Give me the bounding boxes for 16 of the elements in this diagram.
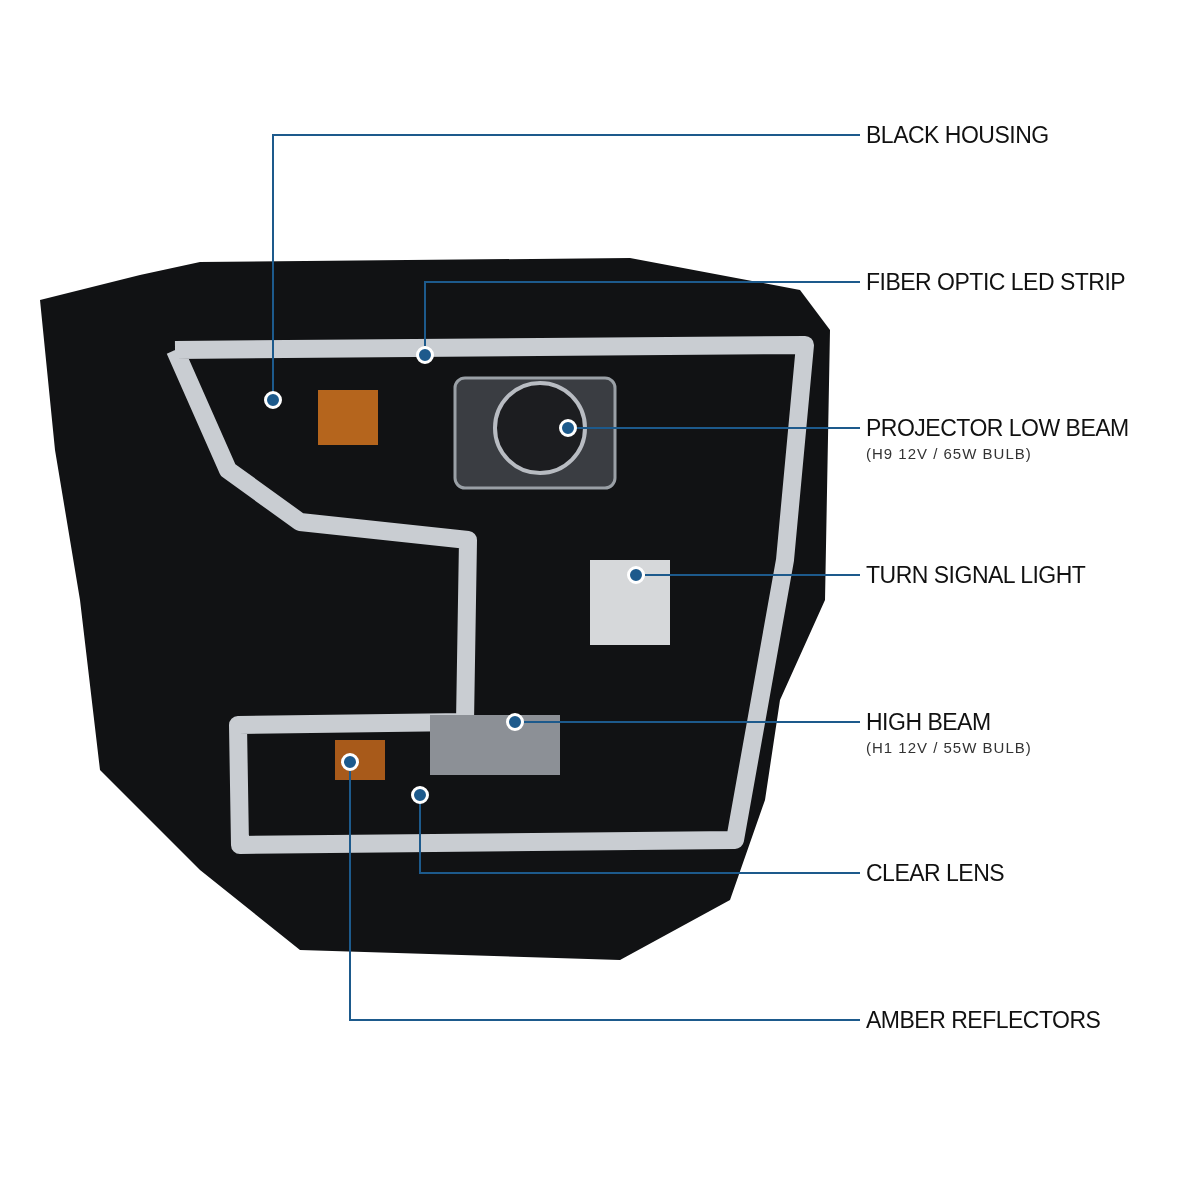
callout-label: FIBER OPTIC LED STRIP <box>866 268 1127 297</box>
callout-label: BLACK HOUSING <box>866 121 1050 150</box>
bulb-spec: (H1 12V / 55W BULB) <box>866 738 1033 758</box>
leader-line <box>576 427 861 429</box>
leader-line <box>523 721 861 723</box>
callout-label: TURN SIGNAL LIGHT <box>866 561 1087 590</box>
callout-label: PROJECTOR LOW BEAM <box>866 414 1130 443</box>
callout-label: HIGH BEAM <box>866 708 992 737</box>
leader-line <box>644 574 861 576</box>
leader-line <box>272 134 861 392</box>
callout-label: AMBER REFLECTORS <box>866 1006 1102 1035</box>
leader-line <box>424 281 861 347</box>
bulb-spec: (H9 12V / 65W BULB) <box>866 444 1033 464</box>
leader-line <box>349 770 861 1021</box>
leader-line <box>419 803 861 874</box>
callout-label: CLEAR LENS <box>866 859 1006 888</box>
